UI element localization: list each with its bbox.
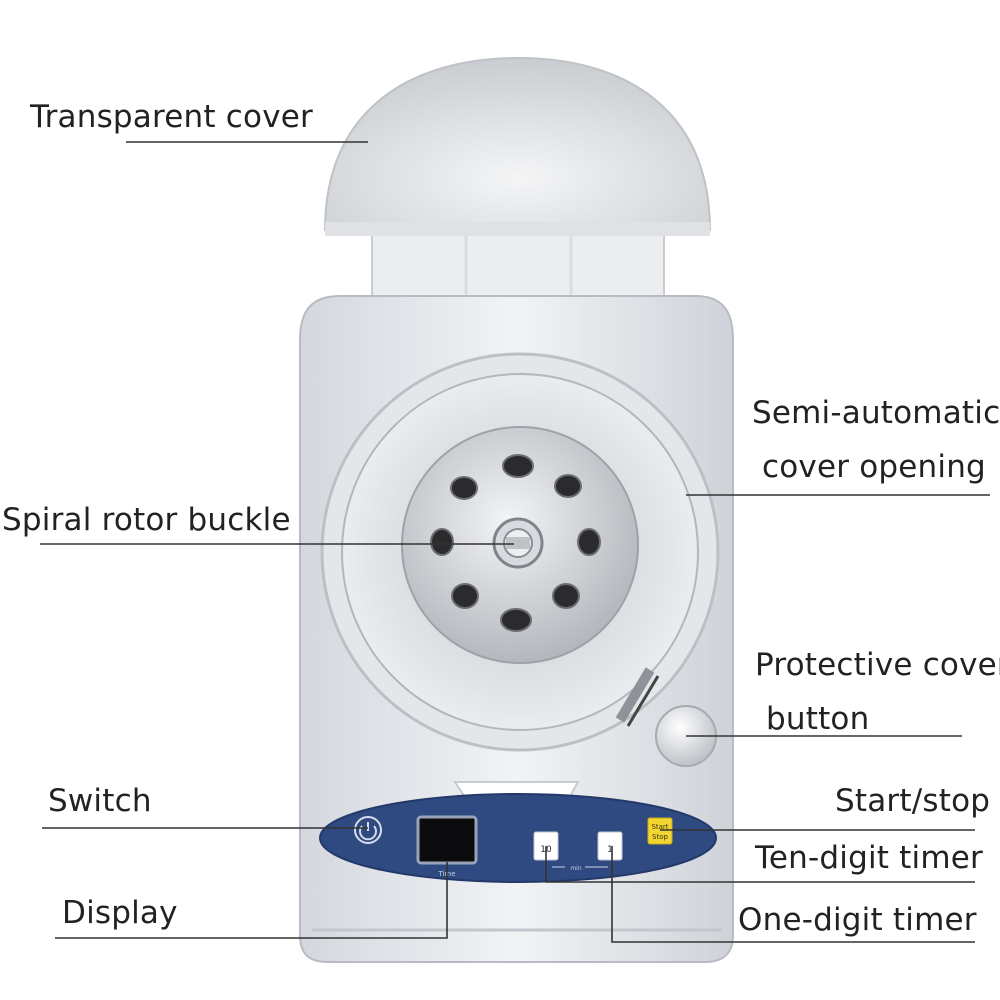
spiral-rotor-buckle: [492, 517, 544, 569]
start-stop-button[interactable]: [647, 817, 673, 845]
leader-lines: [40, 141, 990, 943]
display-screen: [416, 815, 478, 865]
one-digit-timer-value: 1: [607, 845, 613, 855]
label-protective-cover-line2: button: [766, 701, 870, 737]
one-digit-timer-button[interactable]: [597, 831, 623, 861]
power-icon: [359, 822, 377, 841]
leader-display: [55, 862, 448, 939]
label-semi-automatic-line1: Semi-automatic: [752, 395, 1000, 431]
label-start-stop: Start/stop: [835, 783, 991, 819]
label-one-digit-timer: One-digit timer: [738, 902, 977, 938]
label-display: Display: [62, 895, 178, 931]
label-ten-digit-timer: Ten-digit timer: [755, 840, 983, 876]
timer-unit: min: [570, 865, 582, 872]
label-switch: Switch: [48, 783, 152, 819]
leader-ten-digit-timer: [545, 846, 975, 883]
label-protective-cover-line1: Protective cover: [755, 647, 1000, 683]
label-spiral-rotor-buckle: Spiral rotor buckle: [2, 502, 291, 538]
start-text: Start: [651, 823, 668, 831]
label-transparent-cover: Transparent cover: [30, 99, 313, 135]
stop-text: Stop: [652, 833, 668, 841]
power-switch[interactable]: [354, 816, 382, 844]
transparent-cover: [323, 56, 712, 327]
leader-one-digit-timer: [611, 846, 975, 943]
label-semi-automatic-line2: cover opening: [762, 449, 986, 485]
